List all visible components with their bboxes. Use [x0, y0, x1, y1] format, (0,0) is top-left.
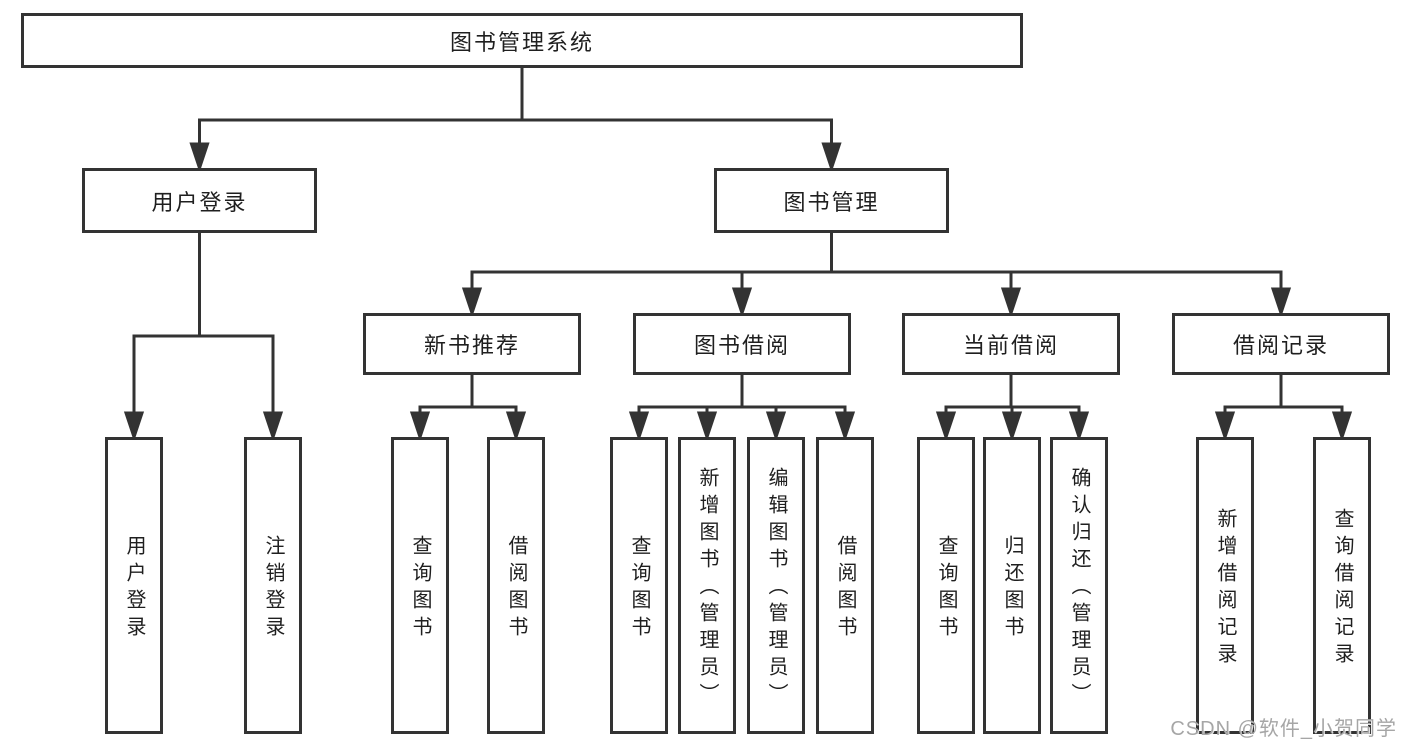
node-book-management: 图书管理 — [714, 168, 949, 233]
node-root: 图书管理系统 — [21, 13, 1023, 68]
node-new-book-recommend: 新书推荐 — [363, 313, 581, 375]
node-current-borrow: 当前借阅 — [902, 313, 1120, 375]
leaf-record-add: 新增借阅记录 — [1196, 437, 1254, 734]
leaf-current-query-book: 查询图书 — [917, 437, 975, 734]
node-borrow-record: 借阅记录 — [1172, 313, 1390, 375]
leaf-borrow-borrow-book: 借阅图书 — [816, 437, 874, 734]
csdn-watermark: CSDN @软件_小贺同学 — [1170, 718, 1397, 740]
leaf-borrow-edit-book-admin: 编辑图书（管理员） — [747, 437, 805, 734]
leaf-record-query: 查询借阅记录 — [1313, 437, 1371, 734]
leaf-current-confirm-return-admin: 确认归还（管理员） — [1050, 437, 1108, 734]
leaf-recommend-query-book: 查询图书 — [391, 437, 449, 734]
leaf-current-return-book: 归还图书 — [983, 437, 1041, 734]
leaf-borrow-add-book-admin: 新增图书（管理员） — [678, 437, 736, 734]
node-book-borrow: 图书借阅 — [633, 313, 851, 375]
leaf-user-login: 用户登录 — [105, 437, 163, 734]
node-user-login: 用户登录 — [82, 168, 317, 233]
leaf-borrow-query-book: 查询图书 — [610, 437, 668, 734]
leaf-recommend-borrow-book: 借阅图书 — [487, 437, 545, 734]
leaf-logout: 注销登录 — [244, 437, 302, 734]
